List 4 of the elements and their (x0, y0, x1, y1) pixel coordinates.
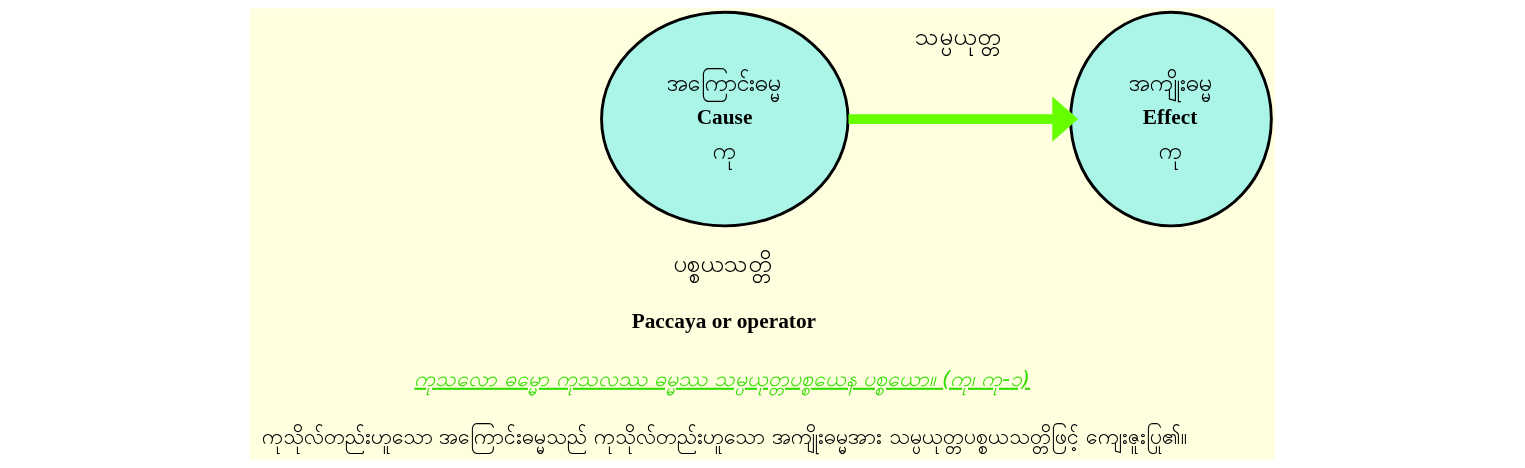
node-ellipse: အကြောင်းဓမ္မ Cause ကု (600, 10, 850, 228)
node-circle: အကျိုးဓမ္မ Effect ကု (1069, 10, 1273, 228)
arrow (848, 96, 1079, 142)
label: Paccaya or operator (631, 309, 817, 334)
